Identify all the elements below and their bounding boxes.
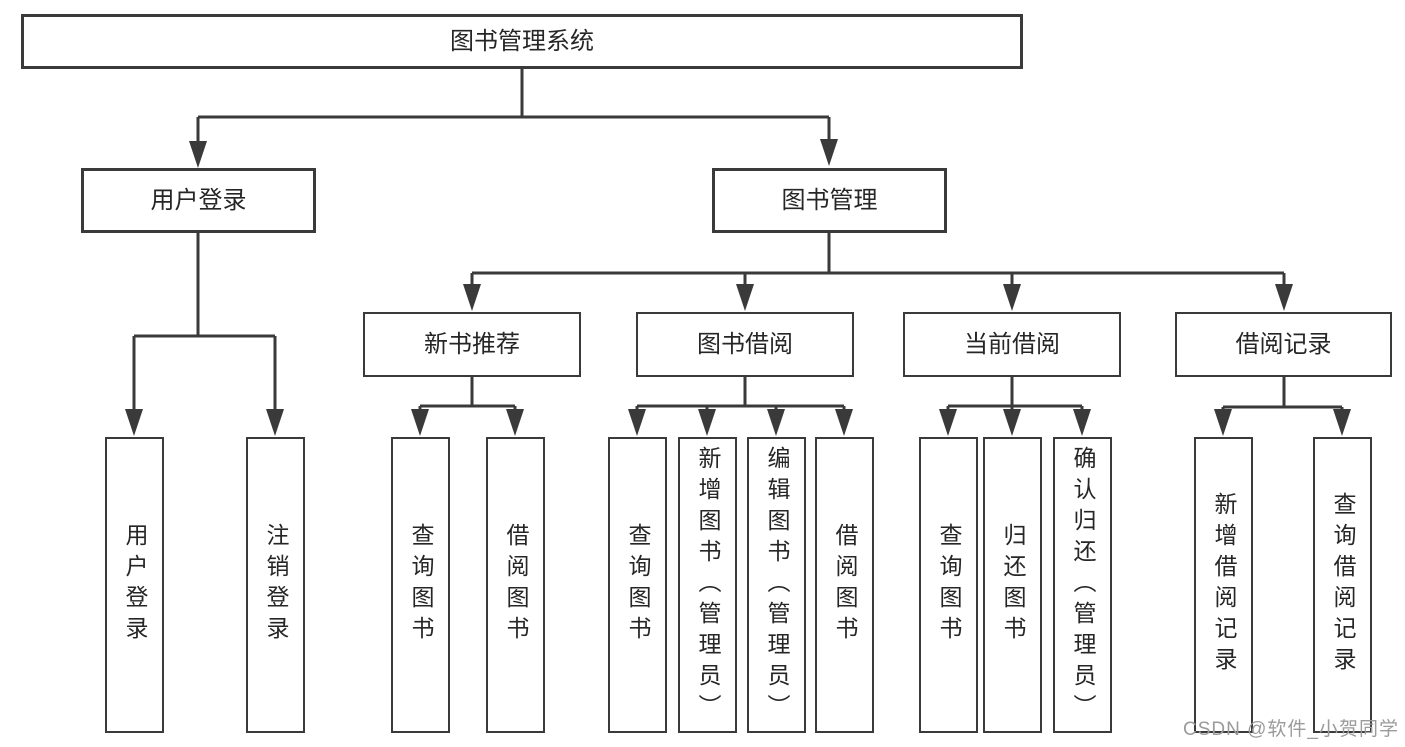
node-book-management: 图书管理 [712,168,947,233]
arrowhead [463,284,481,311]
leaf-borrow-books-recommend-label: 借阅图书 [503,523,529,647]
arrowhead [1073,409,1091,436]
leaf-edit-books-admin-label: 编辑图书（管理员） [764,445,790,725]
arrowhead [266,409,284,436]
leaf-logout: 注销登录 [246,437,305,733]
arrowhead [506,409,524,436]
leaf-add-borrow-record: 新增借阅记录 [1194,437,1253,733]
leaf-query-books-current-label: 查询图书 [936,523,962,647]
arrowhead [1003,284,1021,311]
node-library-management-system: 图书管理系统 [21,14,1023,69]
arrowhead [698,409,716,436]
leaf-borrow-books-borrowing: 借阅图书 [815,437,874,733]
node-borrowing-records-label: 借阅记录 [1235,330,1332,358]
leaf-query-books-recommend: 查询图书 [391,437,450,733]
node-new-book-recommendation: 新书推荐 [363,312,581,377]
node-borrowing-records: 借阅记录 [1175,312,1392,377]
node-book-borrowing: 图书借阅 [636,312,854,377]
node-book-management-label: 图书管理 [781,186,878,214]
leaf-user-login-label: 用户登录 [122,523,148,647]
arrowhead [189,141,207,168]
arrowhead [1003,409,1021,436]
leaf-query-borrow-record: 查询借阅记录 [1313,437,1372,733]
csdn-watermark: CSDN @软件_小贺同学 [1183,719,1399,740]
arrowhead [1214,409,1232,436]
arrowhead [767,409,785,436]
leaf-return-books-label: 归还图书 [1000,523,1026,647]
leaf-logout-label: 注销登录 [263,523,289,647]
leaf-borrow-books-borrowing-label: 借阅图书 [832,523,858,647]
leaf-query-books-current: 查询图书 [919,437,978,733]
arrowhead [939,409,957,436]
node-user-login: 用户登录 [81,168,316,233]
node-book-borrowing-label: 图书借阅 [697,330,793,358]
leaf-confirm-return-admin-label: 确认归还（管理员） [1070,445,1096,725]
arrowhead [820,139,838,166]
leaf-return-books: 归还图书 [983,437,1042,733]
leaf-query-books-recommend-label: 查询图书 [408,523,434,647]
leaf-query-books-borrowing: 查询图书 [608,437,667,733]
leaf-confirm-return-admin: 确认归还（管理员） [1053,437,1112,733]
leaf-user-login: 用户登录 [105,437,164,733]
node-new-book-recommendation-label: 新书推荐 [424,330,520,358]
leaf-add-books-admin-label: 新增图书（管理员） [695,445,721,725]
arrowhead [411,409,429,436]
node-user-login-label: 用户登录 [150,186,247,214]
arrowhead [628,409,646,436]
arrowhead [835,409,853,436]
arrowhead [125,409,143,436]
leaf-borrow-books-recommend: 借阅图书 [486,437,545,733]
node-current-borrowing-label: 当前借阅 [964,330,1060,358]
leaf-add-borrow-record-label: 新增借阅记录 [1211,492,1237,678]
arrowhead [1333,409,1351,436]
leaf-add-books-admin: 新增图书（管理员） [678,437,737,733]
leaf-query-books-borrowing-label: 查询图书 [625,523,651,647]
node-library-management-system-label: 图书管理系统 [450,27,594,55]
arrowhead [1275,284,1293,311]
node-current-borrowing: 当前借阅 [903,312,1121,377]
arrowhead [736,284,754,311]
leaf-edit-books-admin: 编辑图书（管理员） [747,437,806,733]
leaf-query-borrow-record-label: 查询借阅记录 [1330,492,1356,678]
